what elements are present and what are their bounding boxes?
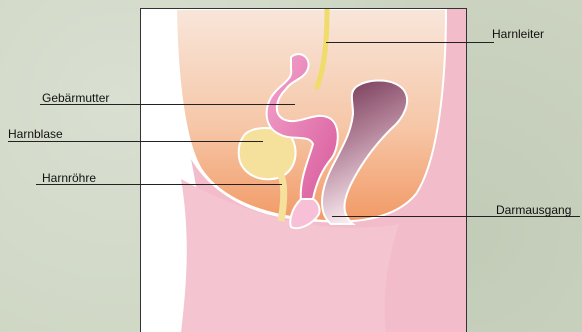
label-gebaermutter: Gebärmutter: [42, 91, 109, 105]
pelvis-cross-section: [141, 9, 467, 332]
label-harnroehre: Harnröhre: [42, 171, 96, 185]
urethra-tube: [281, 175, 284, 221]
anatomy-illustration-frame: [140, 8, 467, 332]
leader-harnblase: [8, 141, 263, 142]
leader-harnleiter: [326, 42, 494, 43]
label-harnleiter: Harnleiter: [492, 27, 544, 41]
label-harnblase: Harnblase: [8, 127, 63, 141]
label-darmausgang: Darmausgang: [496, 203, 571, 217]
